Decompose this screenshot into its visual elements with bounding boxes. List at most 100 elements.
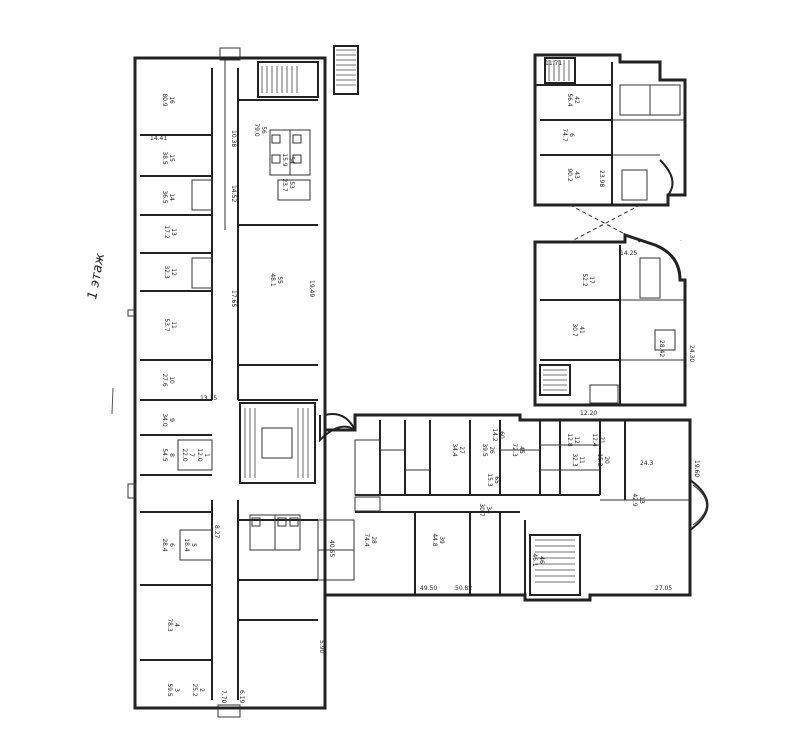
dimension-label: 17.65 [230,290,237,307]
room-area: 44.8 [431,533,438,547]
room-area: 15.3 [486,473,493,487]
room-number: 9 [168,418,175,422]
room-number: 45 [518,446,525,454]
dimension-label: 24.30 [688,345,695,362]
room-number: 7 [188,453,195,457]
room-number: 55 [276,276,283,284]
floor-note: 1 этаж [85,252,108,301]
room-area: 80.9 [161,93,168,107]
room-number: 28 [370,536,377,544]
room-number: 13 [638,496,645,504]
room-number: 21 [598,436,605,444]
room-label: 934.0 [161,413,175,427]
room-area: 12.4 [591,433,598,447]
room-number: 5 [190,543,197,547]
room-area: 39.5 [481,443,488,457]
room-number: 4 [173,623,180,627]
room-number: 13 [170,228,177,236]
room-area: 28.4 [161,538,168,552]
right-block-middle [533,232,687,407]
room-area: 15.9 [281,153,288,167]
room-number: 1 [203,453,210,457]
room-number: 27 [458,446,465,454]
room-label: 518.4 [183,538,197,552]
room-number: 46 [538,556,545,564]
room-number: 2 [198,688,205,692]
room-number: 56 [260,126,267,134]
room-area: 30.7 [478,503,485,517]
room-area: 23.7 [281,178,288,192]
room-area: 56.4 [566,93,573,107]
dimension-label: 6.19 [238,690,245,704]
room-area: 53.7 [163,318,170,332]
room-area: 30.7 [571,323,578,337]
room-number: 3 [173,688,180,692]
room-number: 20 [603,456,610,464]
room-area: 90.2 [566,168,573,182]
room-area: 34.4 [451,443,458,457]
room-area: 74.7 [561,128,568,142]
connector-dashed [569,204,641,243]
room-area: 48.1 [269,273,276,287]
staircase-top [257,61,319,98]
dimension-label: 14.52 [230,185,237,202]
room-area: 74.4 [363,533,370,547]
dimension-label: 49.50 [420,585,437,592]
room-area: 78.3 [166,618,173,632]
room-area: 52.2 [581,273,588,287]
margin-mark [111,387,114,415]
dimension-label: 19.49 [308,280,315,297]
external-stair [333,45,359,95]
room-area: 42.9 [631,493,638,507]
dimension-label: 50.82 [455,585,472,592]
room-label: 674.7 [561,128,575,142]
left-wing [127,45,359,718]
room-number: 6 [168,543,175,547]
right-block-top-outline [533,53,687,207]
room-number: 14 [168,193,175,201]
room-label: 628.4 [161,538,175,552]
room-area: 22.0 [181,448,188,462]
room-number: 43 [573,171,580,179]
room-area: 79.0 [253,123,260,137]
dimension-label: 11.71 [545,60,562,67]
room-number: 12 [170,268,177,276]
room-area: 46.1 [531,553,538,567]
room-number: 54 [288,156,295,164]
room-area: 17.2 [163,225,170,239]
room-number: 15 [168,154,175,162]
room-labels: 1680.91538.51436.51317.21232.31153.71027… [161,93,645,697]
staircase-right-top [544,57,576,84]
room-area: 36.5 [161,190,168,204]
dimension-label: 14.25 [620,250,637,257]
room-number: 6 [568,133,575,137]
room-number: 65 [493,476,500,484]
room-area: 14.2 [491,428,498,442]
room-area: 38.5 [161,151,168,165]
room-number: 39 [438,536,445,544]
dimension-label: 23.98 [598,170,605,187]
room-number: 8 [168,453,175,457]
room-number: 41 [578,326,585,334]
room-label: 359.5 [166,683,180,697]
room-number: 17 [588,276,595,284]
room-area: 32.3 [163,265,170,279]
dimension-label: 40.65 [328,540,335,557]
